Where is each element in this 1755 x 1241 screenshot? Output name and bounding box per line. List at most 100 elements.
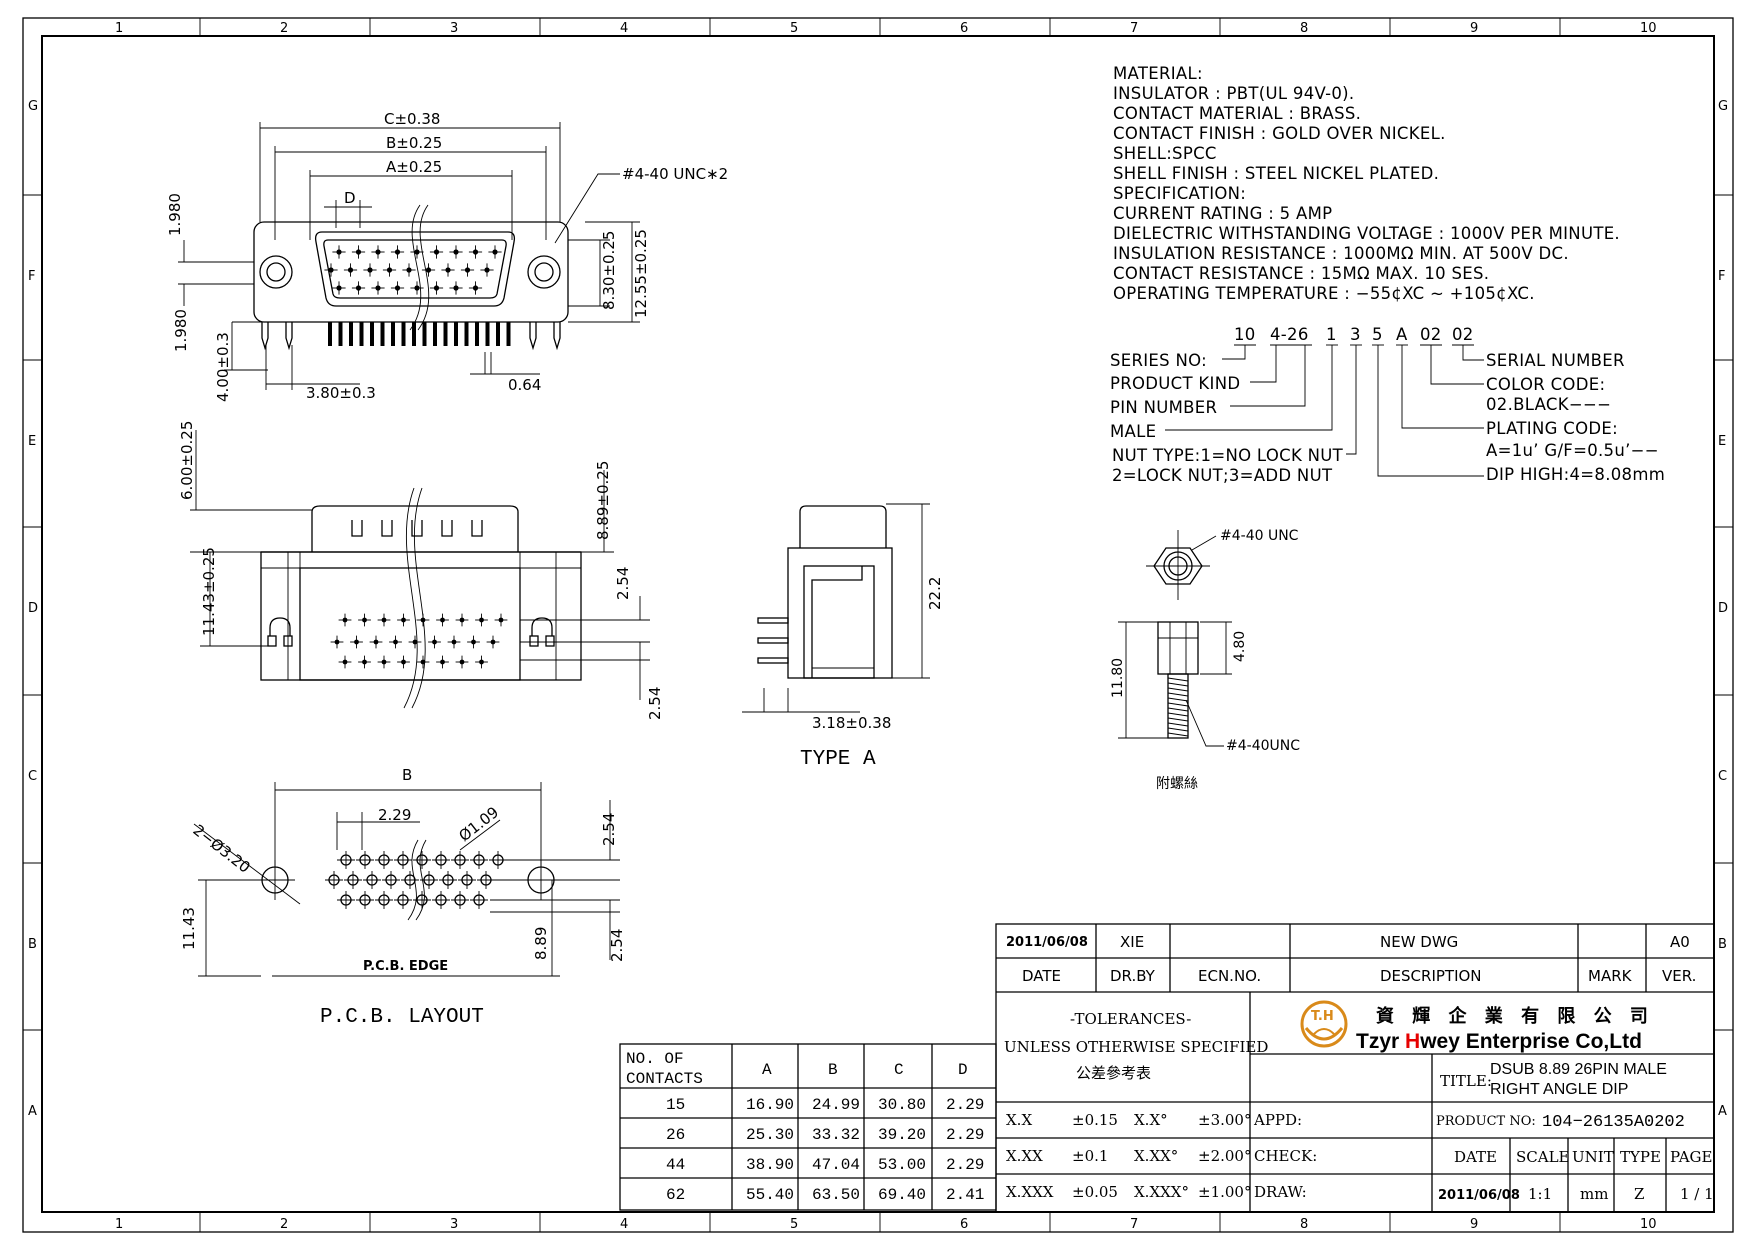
pcb-tail: [496, 322, 500, 346]
tolerance-cell: ±0.05: [1072, 1183, 1118, 1201]
appd-label: APPD:: [1253, 1111, 1302, 1129]
code-seg-plating: A: [1396, 325, 1408, 344]
tolerance-cell: ±0.1: [1072, 1147, 1108, 1165]
pcb-edge-label: P.C.B. EDGE: [363, 959, 448, 974]
contacts-table-cell: 30.80: [878, 1096, 926, 1114]
contacts-header-1: NO. OF: [626, 1050, 684, 1068]
zone-col-top-8: 8: [1300, 21, 1308, 36]
pcb-tail: [485, 322, 490, 346]
tolerance-cell: ±0.15: [1072, 1111, 1118, 1129]
bottom-header-scale: SCALE: [1516, 1148, 1570, 1166]
label-plating-values: A=1u’ G/F=0.5u’−−: [1486, 441, 1659, 460]
zone-col-bottom-7: 7: [1130, 1217, 1138, 1232]
zone-col-bottom-6: 6: [960, 1217, 968, 1232]
zone-row-right-B: B: [1718, 937, 1727, 952]
contacts-table-cell: 62: [666, 1186, 685, 1204]
type-a-caption: TYPE A: [800, 748, 876, 771]
rev-version: A0: [1670, 933, 1690, 951]
check-label: CHECK:: [1254, 1147, 1317, 1165]
zone-col-top-1: 1: [115, 21, 123, 36]
rev-date: 2011/06/08: [1006, 935, 1088, 950]
code-seg-gender: 1: [1326, 325, 1337, 344]
bottom-value: Z: [1634, 1185, 1644, 1203]
tolerance-cell: X.XX°: [1134, 1147, 1178, 1165]
product-no: 104−26135A0202: [1542, 1113, 1685, 1132]
code-seg-nut: 3: [1350, 325, 1361, 344]
spec-line: OPERATING TEMPERATURE : −55¢XC ∼ +105¢XC…: [1113, 284, 1535, 303]
zone-row-left-E: E: [28, 434, 36, 449]
part-number-code-diagram: 10 4-26 1 3 5 A 02 02 SER: [1110, 325, 1665, 485]
tolerances-chinese: 公差參考表: [1076, 1064, 1151, 1082]
dim-screw-thread: #4-40 UNC∗2: [622, 165, 728, 183]
company-chinese-name: 資 輝 企 業 有 限 公 司: [1376, 1005, 1654, 1027]
zone-col-top-6: 6: [960, 21, 968, 36]
dim-222: 22.2: [926, 577, 944, 610]
dim-b: B±0.25: [386, 134, 442, 152]
pcb-tail: [443, 322, 448, 346]
dim-pcb-b: B: [402, 766, 412, 784]
pcb-tail: [422, 322, 427, 346]
spec-line: SHELL:SPCC: [1113, 144, 1217, 163]
tolerance-cell: X.XXX°: [1134, 1183, 1189, 1201]
pcb-tail: [401, 322, 406, 346]
zone-row-right-C: C: [1718, 769, 1727, 784]
dim-1255: 12.55±0.25: [632, 229, 650, 318]
contacts-table-cell: 2.29: [946, 1096, 984, 1114]
title-block: 2011/06/08 XIE NEW DWG A0 DATE DR.BY ECN…: [995, 923, 1715, 1213]
label-color-code: COLOR CODE:: [1486, 375, 1605, 394]
hdr-version: VER.: [1662, 967, 1696, 985]
dim-pitch-229: 2.29: [378, 806, 411, 824]
contacts-table-cell: 15: [666, 1096, 685, 1114]
dim-d: D: [344, 189, 356, 207]
dim-400: 4.00±0.3: [214, 332, 232, 402]
zone-col-top-3: 3: [450, 21, 458, 36]
label-male: MALE: [1110, 422, 1156, 441]
bottom-value: 2011/06/08: [1438, 1188, 1520, 1203]
dim-pcb-254-bottom: 2.54: [608, 929, 626, 962]
zone-col-top-7: 7: [1130, 21, 1138, 36]
screw-label-bottom: #4-40UNC: [1226, 738, 1300, 754]
dim-pcb-254-top: 2.54: [600, 813, 618, 846]
rev-description: NEW DWG: [1380, 933, 1458, 951]
dim-screw-1180: 11.80: [1110, 658, 1126, 698]
contacts-table-cell: 25.30: [746, 1126, 794, 1144]
spec-line: INSULATOR : PBT(UL 94V-0).: [1113, 84, 1354, 103]
bottom-value: 1:1: [1528, 1185, 1552, 1203]
dim-318: 3.18±0.38: [812, 714, 891, 732]
tolerance-cell: X.XXX: [1006, 1183, 1054, 1201]
zone-col-bottom-2: 2: [280, 1217, 288, 1232]
zone-row-left-A: A: [28, 1104, 37, 1119]
contacts-table-cell: 47.04: [812, 1156, 860, 1174]
dim-254-bottom: 2.54: [646, 687, 664, 720]
zone-row-left-D: D: [28, 601, 38, 616]
zone-row-right-E: E: [1718, 434, 1726, 449]
label-serial-number: SERIAL NUMBER: [1486, 351, 1625, 370]
pcb-tail: [328, 322, 332, 346]
pcb-tail: [391, 322, 395, 346]
zone-row-left-C: C: [28, 769, 37, 784]
col-header-a: A: [762, 1061, 772, 1079]
pcb-tail: [433, 322, 437, 346]
dim-pcb-1143: 11.43: [180, 907, 198, 950]
dim-889: 8.89±0.25: [594, 461, 612, 540]
code-seg-kind-pins: 4-26: [1270, 325, 1309, 344]
zone-row-left-G: G: [28, 99, 38, 114]
col-header-d: D: [958, 1061, 968, 1079]
draw-label: DRAW:: [1254, 1183, 1307, 1201]
zone-row-right-G: G: [1718, 99, 1728, 114]
contacts-table-cell: 33.32: [812, 1126, 860, 1144]
tolerance-cell: X.XX: [1006, 1147, 1043, 1165]
label-color-black: 02.BLACK−−−: [1486, 395, 1611, 414]
top-view: 6.00±0.25 8.89±0.25 11.43±0.25 2.54 2.54: [178, 421, 664, 720]
zone-row-right-F: F: [1718, 269, 1725, 284]
pcb-tail: [370, 322, 374, 346]
contacts-table-cell: 2.41: [946, 1186, 984, 1204]
title-line-1: DSUB 8.89 26PIN MALE: [1490, 1061, 1667, 1078]
contacts-table-cell: 2.29: [946, 1126, 984, 1144]
pcb-tail: [359, 322, 364, 346]
code-seg-series: 10: [1234, 325, 1256, 344]
spec-line: SHELL FINISH : STEEL NICKEL PLATED.: [1113, 164, 1439, 183]
code-seg-serial: 02: [1452, 325, 1474, 344]
contacts-table-cell: 24.99: [812, 1096, 860, 1114]
